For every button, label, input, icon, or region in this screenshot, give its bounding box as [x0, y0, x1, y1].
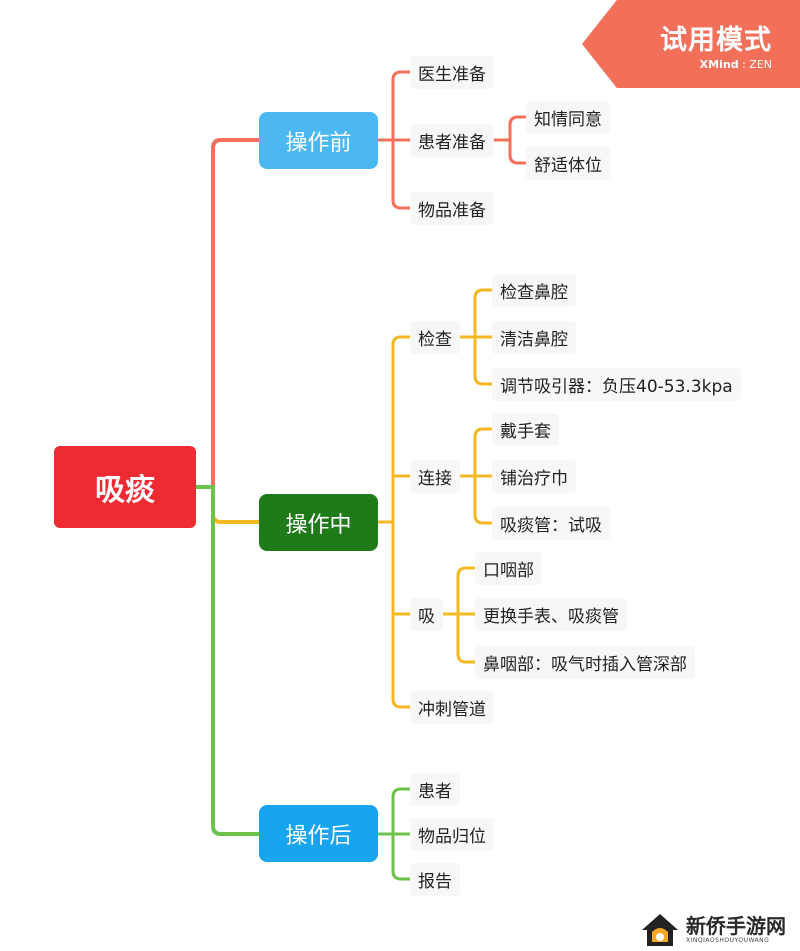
connector-after: [196, 485, 259, 836]
topic-flush-tube[interactable]: 冲刺管道: [410, 691, 494, 724]
topic-patient-prep[interactable]: 患者准备: [410, 124, 494, 157]
connector-suction-sub: [443, 566, 475, 664]
topic-informed-consent[interactable]: 知情同意: [526, 101, 610, 134]
topic-patient[interactable]: 患者: [410, 773, 460, 806]
topic-wear-gloves[interactable]: 戴手套: [492, 413, 559, 446]
topic-return-supplies[interactable]: 物品归位: [410, 818, 494, 851]
topic-change-gloves-tube[interactable]: 更换手表、吸痰管: [475, 598, 627, 631]
topic-doctor-prep[interactable]: 医生准备: [410, 56, 494, 89]
topic-suction[interactable]: 吸: [410, 598, 443, 631]
topic-test-suction-tube[interactable]: 吸痰管：试吸: [492, 507, 610, 540]
connector-during-items: [378, 335, 410, 709]
connector-before-items: [378, 70, 410, 210]
connector-before: [196, 138, 259, 489]
topic-adjust-aspirator[interactable]: 调节吸引器：负压40-53.3kpa: [492, 368, 741, 401]
topic-lay-towel[interactable]: 铺治疗巾: [492, 460, 576, 493]
topic-supplies-prep[interactable]: 物品准备: [410, 192, 494, 225]
topic-connect[interactable]: 连接: [410, 460, 460, 493]
trial-mode-title: 试用模式: [660, 25, 772, 56]
branch-during-operation[interactable]: 操作中: [259, 494, 378, 551]
topic-clean-nasal-cavity[interactable]: 清洁鼻腔: [492, 321, 576, 354]
xmind-brand: XMind : ZEN: [699, 58, 772, 71]
watermark-subtitle: XINQIAOSHOUYOUWANG: [686, 937, 770, 944]
site-watermark: 新侨手游网 XINQIAOSHOUYOUWANG: [640, 908, 800, 951]
connector-after-items: [378, 787, 410, 881]
topic-nasopharynx[interactable]: 鼻咽部：吸气时插入管深部: [475, 646, 695, 679]
connector-before-sub: [494, 115, 526, 165]
trial-mode-badge[interactable]: 试用模式 XMind : ZEN: [582, 0, 800, 88]
topic-report[interactable]: 报告: [410, 863, 460, 896]
branch-before-operation[interactable]: 操作前: [259, 112, 378, 169]
topic-comfortable-position[interactable]: 舒适体位: [526, 147, 610, 180]
topic-check-nasal-cavity[interactable]: 检查鼻腔: [492, 274, 576, 307]
connector-connect-sub: [460, 427, 492, 525]
branch-after-operation[interactable]: 操作后: [259, 805, 378, 862]
connector-during: [196, 485, 259, 524]
house-logo-icon: [642, 913, 678, 946]
topic-oropharynx[interactable]: 口咽部: [475, 552, 542, 585]
topic-check[interactable]: 检查: [410, 321, 460, 354]
watermark-name: 新侨手游网: [686, 914, 786, 938]
root-topic[interactable]: 吸痰: [54, 446, 196, 528]
connector-check-sub: [460, 288, 492, 386]
